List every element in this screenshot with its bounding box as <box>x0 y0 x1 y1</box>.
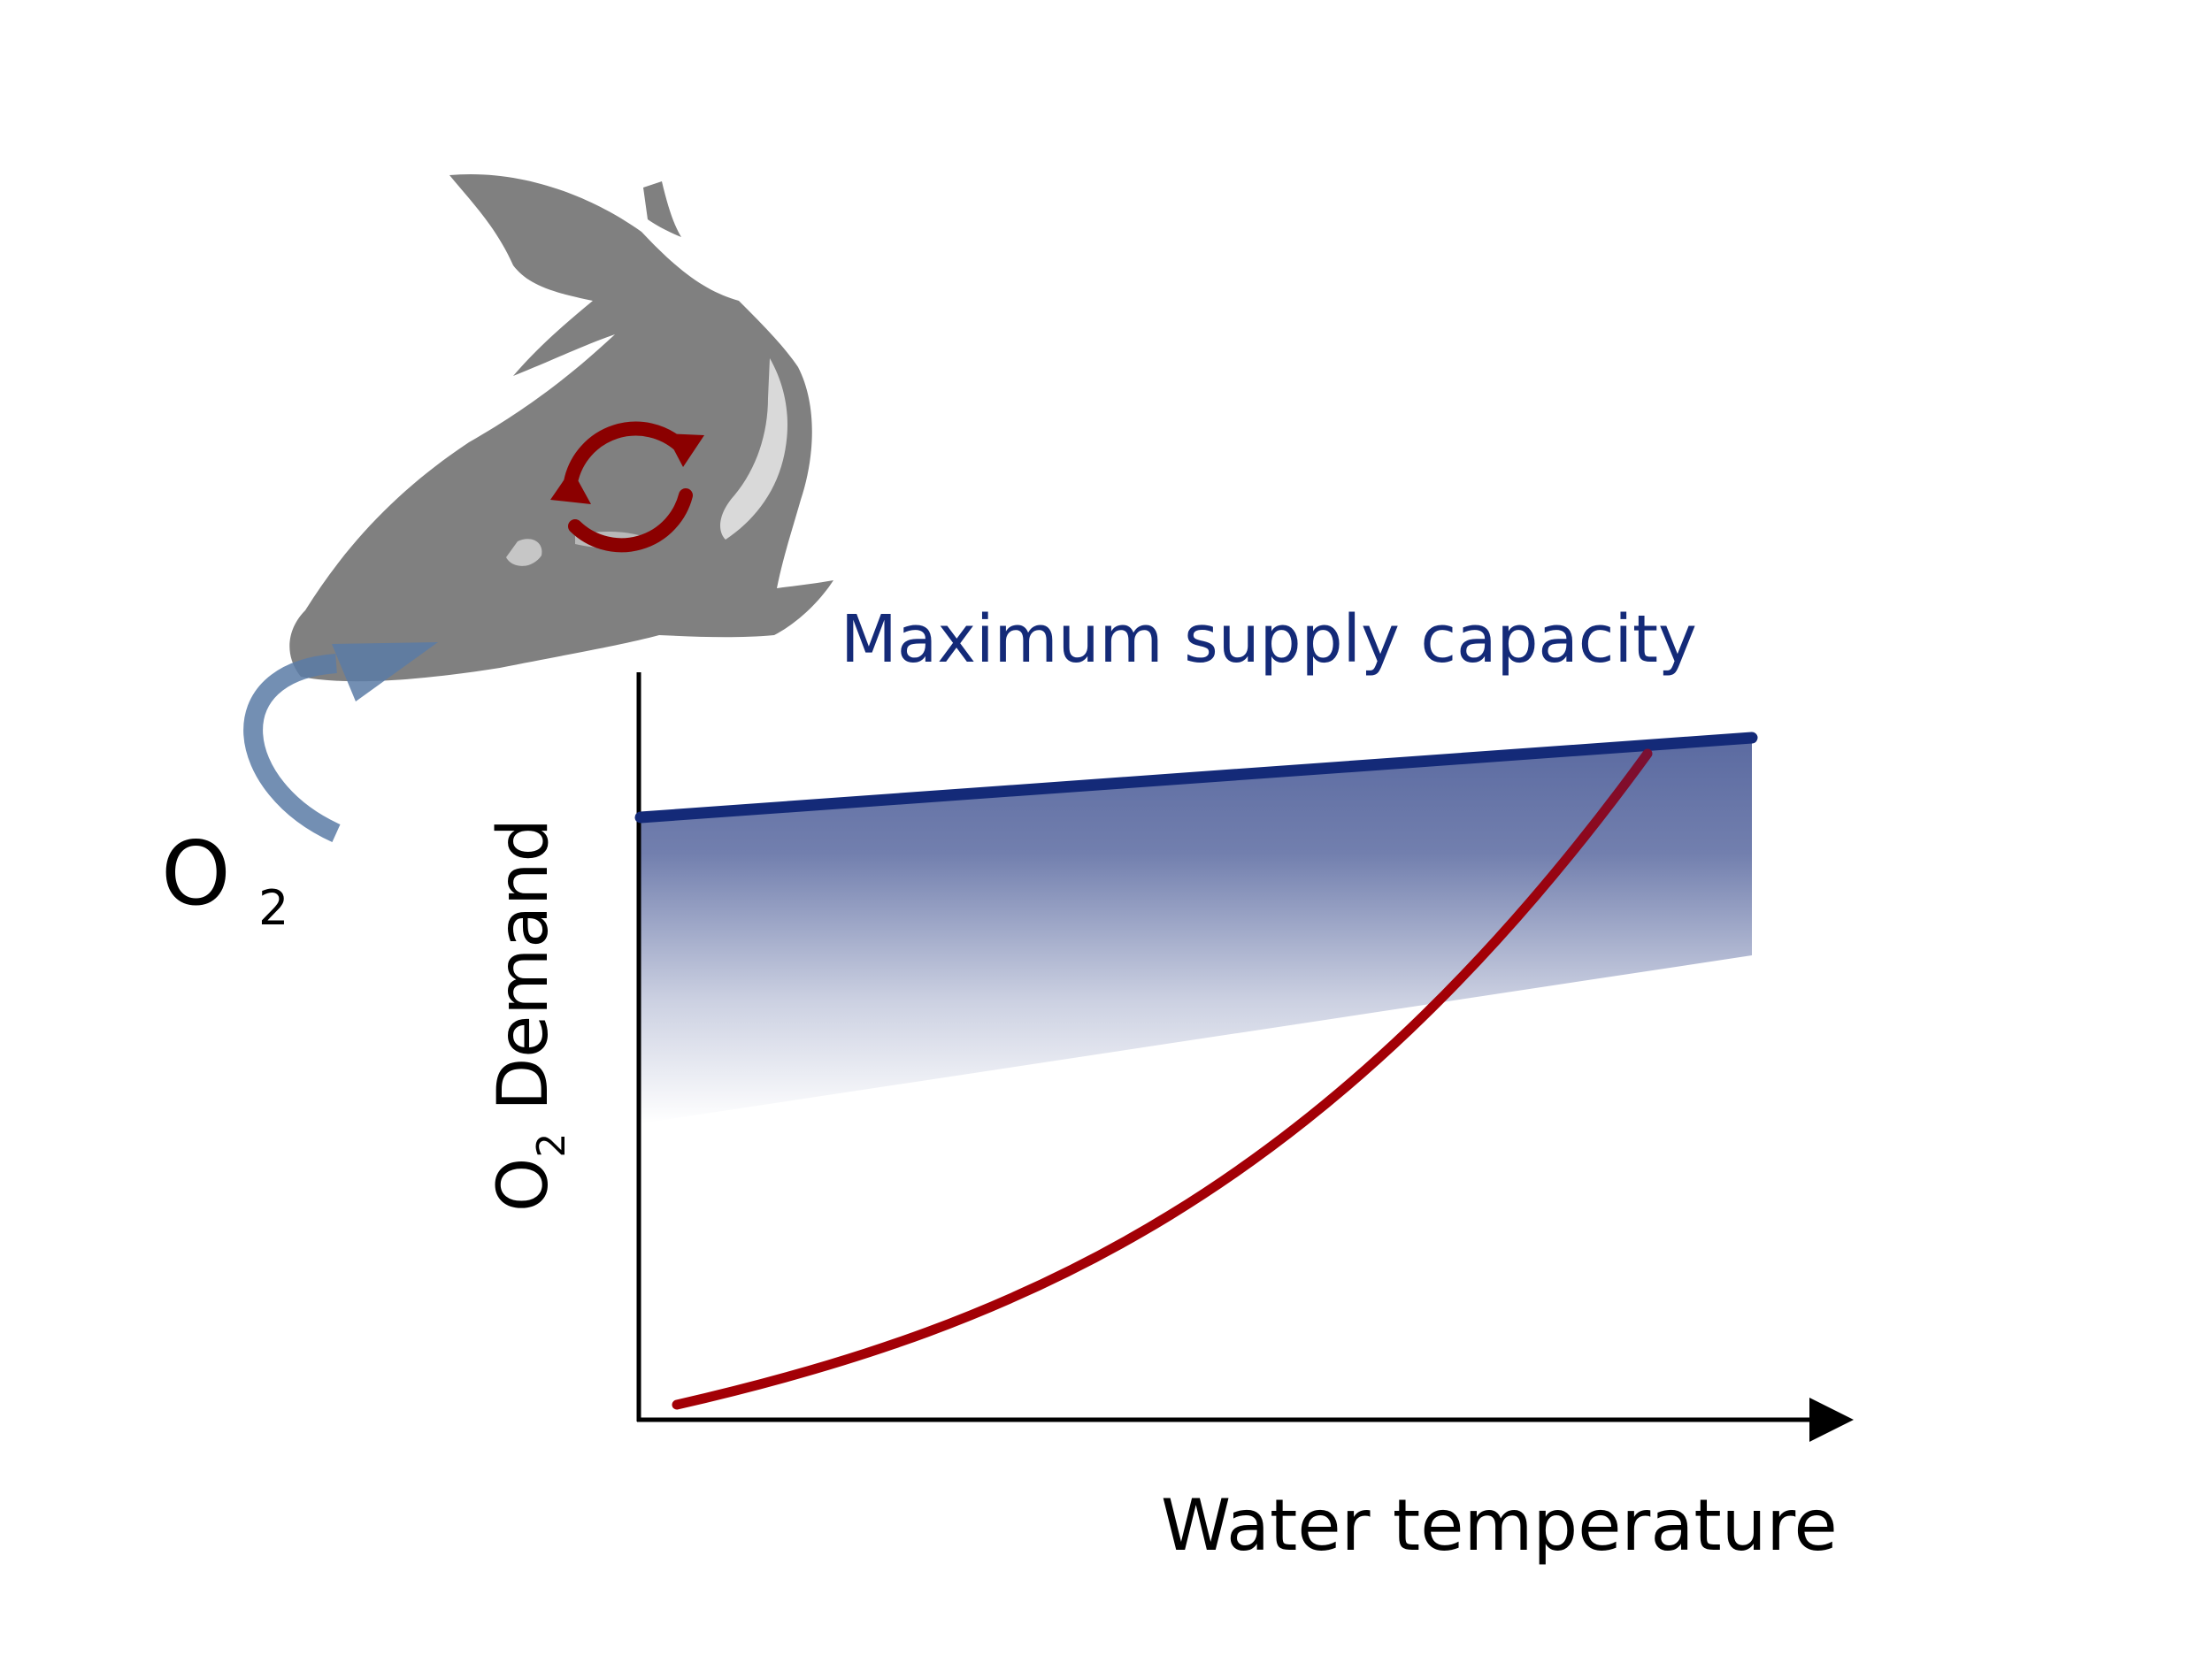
demand-curve <box>672 748 1653 1410</box>
y-axis-label-main: O <box>484 1158 564 1212</box>
oxygen-subscript: 2 <box>258 880 288 936</box>
circular-arrows-icon <box>550 421 704 553</box>
x-axis-label: Water temperature <box>1161 1484 1838 1567</box>
curved-arrow-icon <box>243 642 438 843</box>
supply-capacity-line <box>634 732 1758 824</box>
supply-capacity-label: Maximum supply capacity <box>841 602 1697 678</box>
y-axis-label-subscript: 2 <box>529 1133 574 1158</box>
supply-shade <box>641 738 1752 1123</box>
fish-silhouette <box>289 173 833 682</box>
svg-text:O2 Demand: O2 Demand <box>484 818 574 1212</box>
y-axis-label-rest: Demand <box>484 818 564 1133</box>
y-axis-label: O2 Demand <box>484 818 574 1212</box>
oxygen-label: O <box>161 822 231 925</box>
